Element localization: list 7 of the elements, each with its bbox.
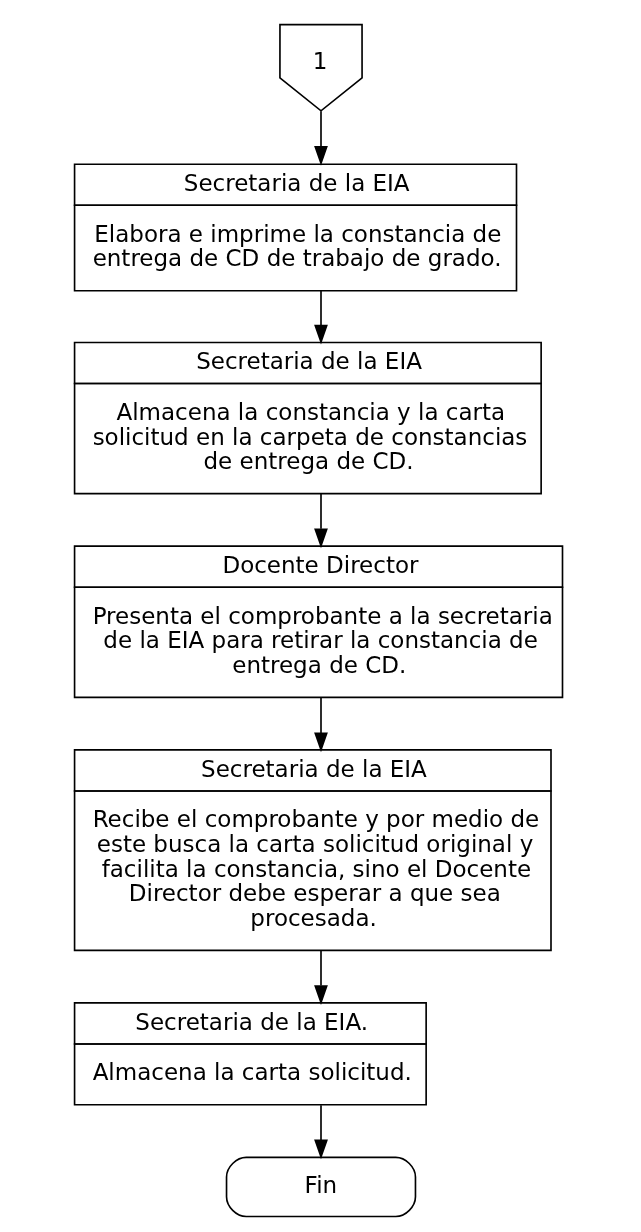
arrow bbox=[313, 492, 328, 549]
arrow bbox=[313, 110, 328, 166]
arrow bbox=[313, 289, 328, 345]
arrow bbox=[313, 1104, 328, 1160]
arrow bbox=[313, 949, 328, 1005]
arrow bbox=[313, 696, 328, 753]
node-box: Fin bbox=[225, 1156, 416, 1218]
